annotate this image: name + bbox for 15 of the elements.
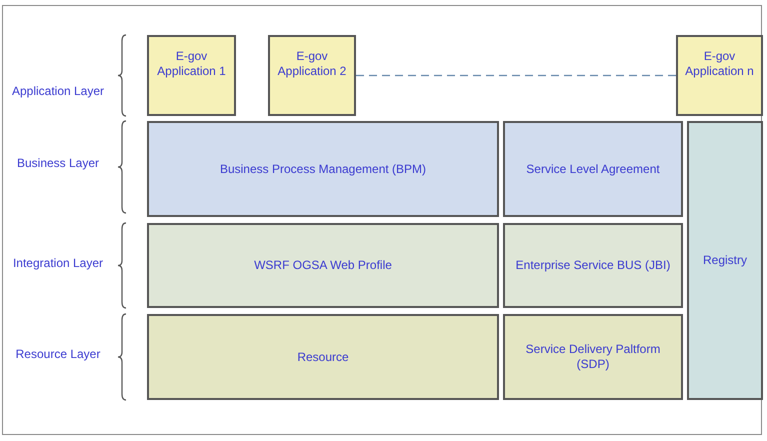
application-box: E-gov Application n (676, 35, 763, 116)
registry-box: Registry (687, 121, 763, 400)
layer-box: WSRF OGSA Web Profile (147, 223, 499, 308)
layer-box: Service Level Agreement (503, 121, 683, 217)
layer-box: Business Process Management (BPM) (147, 121, 499, 217)
dashed-connector (356, 74, 676, 76)
layer-label: Integration Layer (12, 256, 104, 270)
layer-label: Business Layer (16, 156, 100, 170)
layer-label: Resource Layer (14, 347, 102, 361)
layer-label: Application Layer (10, 84, 106, 98)
layer-box: Resource (147, 314, 499, 400)
application-box: E-gov Application 2 (268, 35, 356, 116)
layer-box: Enterprise Service BUS (JBI) (503, 223, 683, 308)
application-box: E-gov Application 1 (147, 35, 236, 116)
layer-box: Service Delivery Paltform (SDP) (503, 314, 683, 400)
